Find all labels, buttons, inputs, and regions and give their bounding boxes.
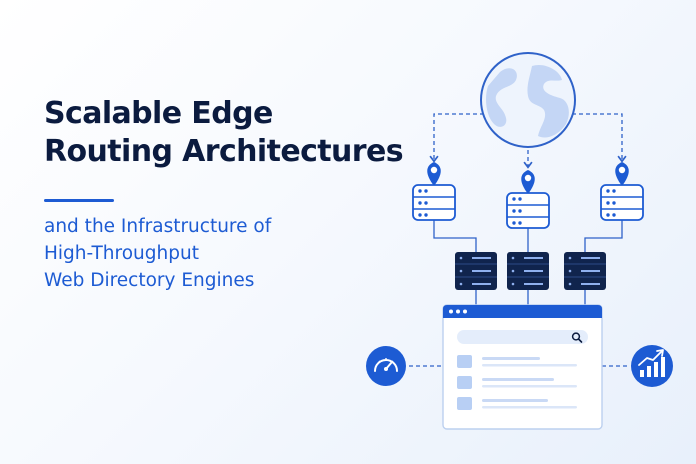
location-pin-icon [521, 170, 535, 194]
server-icon [412, 184, 456, 221]
speedometer-icon [366, 346, 406, 386]
search-bar [457, 330, 588, 344]
result-list-item [457, 355, 577, 368]
headline-line-1: Scalable Edge [44, 96, 273, 131]
globe-connectors [429, 113, 627, 169]
edge-server-middle [506, 170, 550, 229]
globe-icon [480, 52, 576, 148]
server-icon [455, 252, 497, 290]
headline: Scalable Edge Routing Architectures [44, 95, 404, 171]
server-icon [564, 252, 606, 290]
accent-divider [44, 199, 114, 202]
search-icon [571, 332, 583, 343]
edge-server-left [412, 162, 456, 221]
origin-server-2 [507, 252, 549, 290]
result-list-item [457, 397, 577, 410]
growth-chart-icon [631, 345, 673, 387]
window-controls [449, 309, 467, 314]
subheadline: and the Infrastructure of High-Throughpu… [44, 213, 271, 294]
server-connectors [433, 220, 623, 306]
origin-server-1 [455, 252, 497, 290]
location-pin-icon [427, 162, 441, 186]
directory-browser-window [442, 304, 603, 430]
subheadline-line-2: High-Throughput [44, 243, 199, 264]
location-pin-icon [615, 162, 629, 186]
origin-server-3 [564, 252, 606, 290]
headline-line-2: Routing Architectures [44, 134, 404, 169]
subheadline-line-1: and the Infrastructure of [44, 216, 272, 237]
subheadline-line-3: Web Directory Engines [44, 270, 255, 291]
server-icon [506, 192, 550, 229]
server-icon [600, 184, 644, 221]
edge-server-right [600, 162, 644, 221]
server-icon [507, 252, 549, 290]
result-list-item [457, 376, 577, 389]
